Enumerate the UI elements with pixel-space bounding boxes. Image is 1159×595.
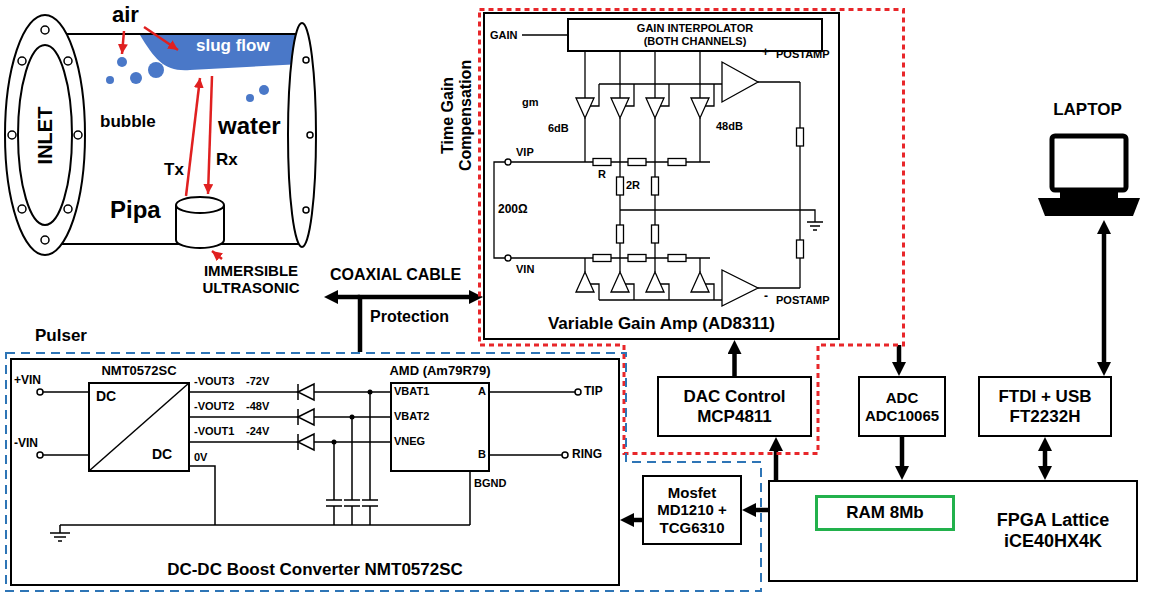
label-text: VBAT2 (394, 410, 429, 423)
node-text: Mosfet MD1210 + TCG6310 (650, 484, 734, 536)
node-text: DC-DC Boost Converter NMT0572SC (18, 560, 612, 580)
label-text: TIP (584, 385, 603, 399)
label-text: GAIN (490, 29, 518, 42)
signal-arrow (360, 297, 477, 352)
node-text: Time Gain Compensation (439, 45, 476, 185)
signal-arrow (626, 518, 642, 523)
label-text: R (598, 168, 606, 181)
label-text: air (112, 2, 139, 27)
adc-box: ADC ADC10065 (858, 376, 946, 437)
dashed-border (6, 353, 761, 591)
label-text: -VOUT1 (194, 425, 234, 438)
boost-converter-box: DC-DC Boost Converter NMT0572SC NMT0572SC… (10, 358, 620, 586)
boost-circuit (37, 383, 581, 541)
coax-arrow (330, 295, 360, 300)
label-text: VIP (516, 146, 534, 159)
signal-arrow (1043, 443, 1048, 474)
signal-arrow (774, 443, 779, 480)
label-text: -24V (246, 425, 269, 438)
pulser-region: PulserDC-DC Boost Converter NMT0572SCNMT… (5, 352, 762, 592)
node-text: Pulser (35, 326, 115, 346)
laptop-node: LAPTOP (1035, 128, 1140, 220)
node-text: DC (96, 388, 126, 404)
label-text: POSTAMP (776, 294, 830, 307)
node-text: ADC ADC10065 (862, 389, 942, 424)
signal-arrow (732, 346, 737, 376)
label-text: 200Ω (498, 203, 528, 217)
laptop-icon (1038, 136, 1140, 216)
label-text: COAXIAL CABLE (330, 266, 461, 284)
label-text: -VOUT3 (194, 375, 234, 388)
label-text: VNEG (394, 435, 425, 448)
label-text: -72V (246, 375, 269, 388)
label-text: INLET (34, 95, 57, 175)
vga-circuit (494, 35, 823, 306)
label-text: Tx (164, 160, 184, 180)
signal-arrow (748, 508, 768, 513)
fpga-box: FPGA Lattice iCE40HX4K RAM 8Mb (768, 480, 1138, 582)
label-text: Pipa (110, 196, 161, 224)
node-text: FPGA Lattice iCE40HX4K (978, 510, 1128, 551)
label-text: bubble (100, 112, 156, 132)
dcdc-module-box: NMT0572SCDCDC (88, 382, 190, 472)
label-text: BGND (474, 477, 506, 490)
label-text: Rx (216, 150, 238, 170)
signal-arrow (900, 437, 905, 474)
node-text: GAIN INTERPOLATOR (BOTH CHANNELS) (625, 22, 765, 47)
label-text: 6dB (548, 122, 569, 135)
label-text: slug flow (196, 36, 270, 56)
label-text: A (478, 385, 486, 398)
node-text: Variable Gain Amp (AD8311) (491, 314, 832, 334)
dashed-border (480, 10, 904, 454)
label-text: POSTAMP (776, 48, 830, 61)
label-text: 48dB (716, 120, 743, 133)
label-text: water (218, 112, 281, 140)
label-text: VBAT1 (394, 385, 429, 398)
label-text: B (478, 448, 486, 461)
label-text: Protection (370, 308, 449, 326)
vga-chip-box: Variable Gain Amp (AD8311) GAIN INTERPOLA… (483, 12, 840, 340)
node-text: FTDI + USB FT2232H (986, 387, 1104, 426)
label-text: gm (522, 96, 539, 109)
label-text: -VOUT2 (194, 400, 234, 413)
label-text: + (762, 46, 769, 60)
label-text: IMMERSIBLE ULTRASONIC (186, 262, 316, 297)
label-text: -VIN (14, 437, 38, 451)
gain-interpolator-box: GAIN INTERPOLATOR (BOTH CHANNELS) (567, 18, 823, 52)
usb-bridge-box: FTDI + USB FT2232H (978, 376, 1112, 437)
dac-box: DAC Control MCP4811 (657, 376, 812, 437)
ram-box: RAM 8Mb (815, 495, 955, 531)
node-text: NMT0572SC (78, 364, 200, 379)
label-text: -48V (246, 400, 269, 413)
pipe-drawing (5, 15, 316, 259)
node-text: LAPTOP (1035, 100, 1140, 120)
node-text: AMD (Am79R79) (375, 364, 505, 379)
node-text: DAC Control MCP4811 (665, 387, 804, 426)
label-text: 0V (194, 451, 207, 464)
mosfet-driver-box: Mosfet MD1210 + TCG6310 (642, 475, 742, 545)
label-text: +VIN (14, 374, 41, 388)
label-text: VIN (516, 263, 534, 276)
signal-arrow (1102, 226, 1107, 370)
region-outline (5, 352, 762, 592)
signal-arrow (897, 345, 902, 370)
node-text: DC (152, 446, 182, 462)
label-text: - (764, 290, 768, 304)
label-text: 2R (626, 179, 640, 192)
tgc-region: Time Gain CompensationVariable Gain Amp … (478, 8, 905, 455)
label-text: RING (572, 448, 602, 462)
node-text: RAM 8Mb (824, 503, 946, 523)
